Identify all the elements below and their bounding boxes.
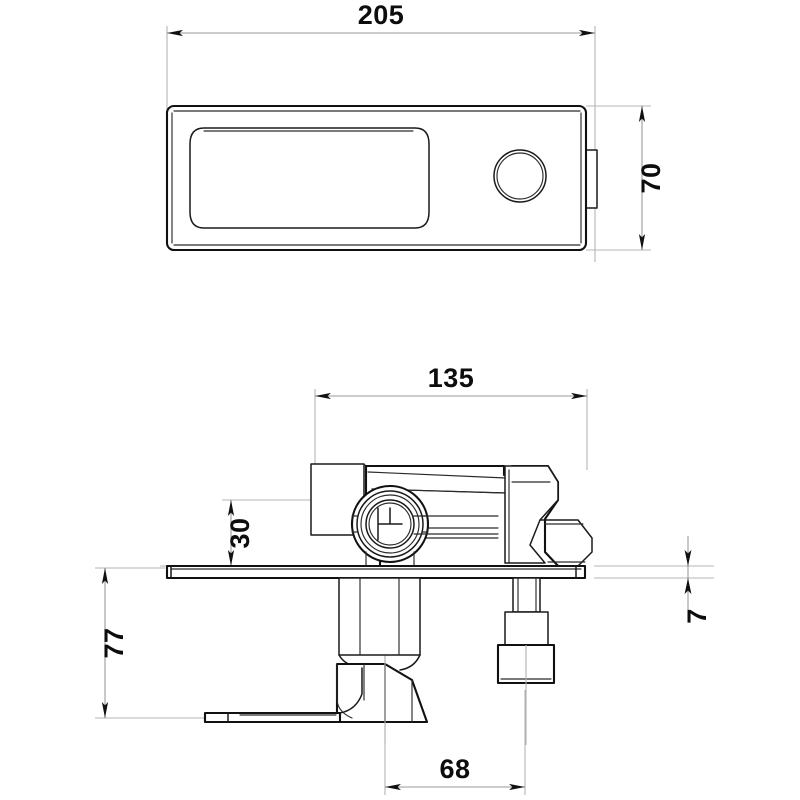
extension-lines-205 [166, 26, 596, 262]
dimension-label-30: 30 [225, 517, 255, 548]
dimension-label-7: 7 [682, 608, 712, 624]
plate-side-tab [585, 149, 598, 209]
front-view-group: 205 70 [165, 0, 666, 262]
outlet-post-assembly [496, 577, 556, 700]
dimension-7: 7 [682, 536, 712, 624]
dimension-label-135: 135 [428, 363, 475, 393]
plate-button-circle [493, 149, 547, 203]
side-view-group: 135 30 7 [95, 363, 714, 795]
plate-lever-recess [189, 127, 430, 229]
extension-lines-135 [314, 389, 588, 470]
dimension-68: 68 [385, 754, 525, 791]
dimension-135: 135 [315, 363, 587, 400]
dimension-70: 70 [636, 106, 666, 250]
dimension-30: 30 [225, 500, 255, 566]
dimension-label-68: 68 [439, 754, 470, 784]
plate-outline [165, 104, 588, 252]
dimension-label-205: 205 [358, 0, 405, 30]
lever-assembly-lower [203, 577, 429, 724]
dimension-label-70: 70 [636, 162, 666, 193]
dimension-label-77: 77 [99, 627, 129, 658]
escutcheon-plate-side [165, 564, 587, 580]
dimension-205: 205 [167, 0, 595, 37]
dimension-77: 77 [99, 568, 129, 718]
extension-lines-7 [594, 565, 714, 579]
valve-body-upper [310, 463, 593, 570]
